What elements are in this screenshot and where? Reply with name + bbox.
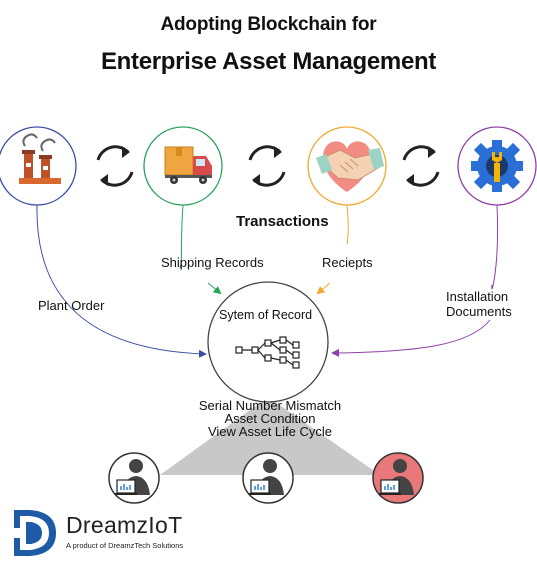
title-line-2: Enterprise Asset Management <box>100 48 437 75</box>
user-computer-icon <box>379 459 414 495</box>
user-middle <box>242 452 294 504</box>
detail-serial-number: Serial Number Mismatch <box>198 398 342 413</box>
detail-asset-condition: Asset Condition <box>224 411 316 426</box>
factory-icon <box>19 133 61 184</box>
installation-arrow-line <box>331 319 491 357</box>
installation-label-line-1: Installation <box>446 289 509 304</box>
handshake-icon <box>316 141 384 192</box>
receipts-label: Reciepts <box>322 255 373 270</box>
brand-tagline: A product of DreamzTech Solutions <box>66 541 184 550</box>
sync-arrows-icon <box>402 145 440 187</box>
sync-arrows-icon <box>248 145 286 187</box>
factory-node <box>0 126 77 206</box>
receipts-flow-line <box>346 204 349 245</box>
shipping-records-label: Shipping Records <box>161 255 264 270</box>
handshake-node <box>307 126 387 206</box>
blockchain-network-icon <box>235 336 300 369</box>
brand-name: DreamzIoT <box>66 512 183 538</box>
plant-order-flow-line <box>36 204 207 358</box>
system-of-record-circle <box>207 281 329 403</box>
shipping-arrow <box>207 282 222 295</box>
user-computer-icon <box>249 459 284 495</box>
user-right-highlighted <box>372 452 424 504</box>
title-line-1: Adopting Blockchain for <box>160 14 377 35</box>
distribution-triangle <box>160 397 380 475</box>
user-computer-icon <box>115 459 150 495</box>
transactions-label: Transactions <box>236 213 329 230</box>
detail-life-cycle: View Asset Life Cycle <box>207 424 333 439</box>
receipts-arrow <box>316 282 331 295</box>
truck-node <box>143 126 223 206</box>
installation-label-line-2: Documents <box>446 304 512 319</box>
sync-arrows-icon <box>96 145 134 187</box>
dreamziot-logo-icon <box>14 510 56 556</box>
gear-node <box>457 126 537 206</box>
delivery-truck-icon <box>164 146 212 184</box>
user-left <box>108 452 160 504</box>
plant-order-label: Plant Order <box>38 298 105 313</box>
installation-flow-line <box>491 204 499 290</box>
shipping-flow-line <box>179 204 184 269</box>
gear-wrench-icon <box>471 140 523 192</box>
system-of-record-label: Sytem of Record <box>219 308 313 322</box>
